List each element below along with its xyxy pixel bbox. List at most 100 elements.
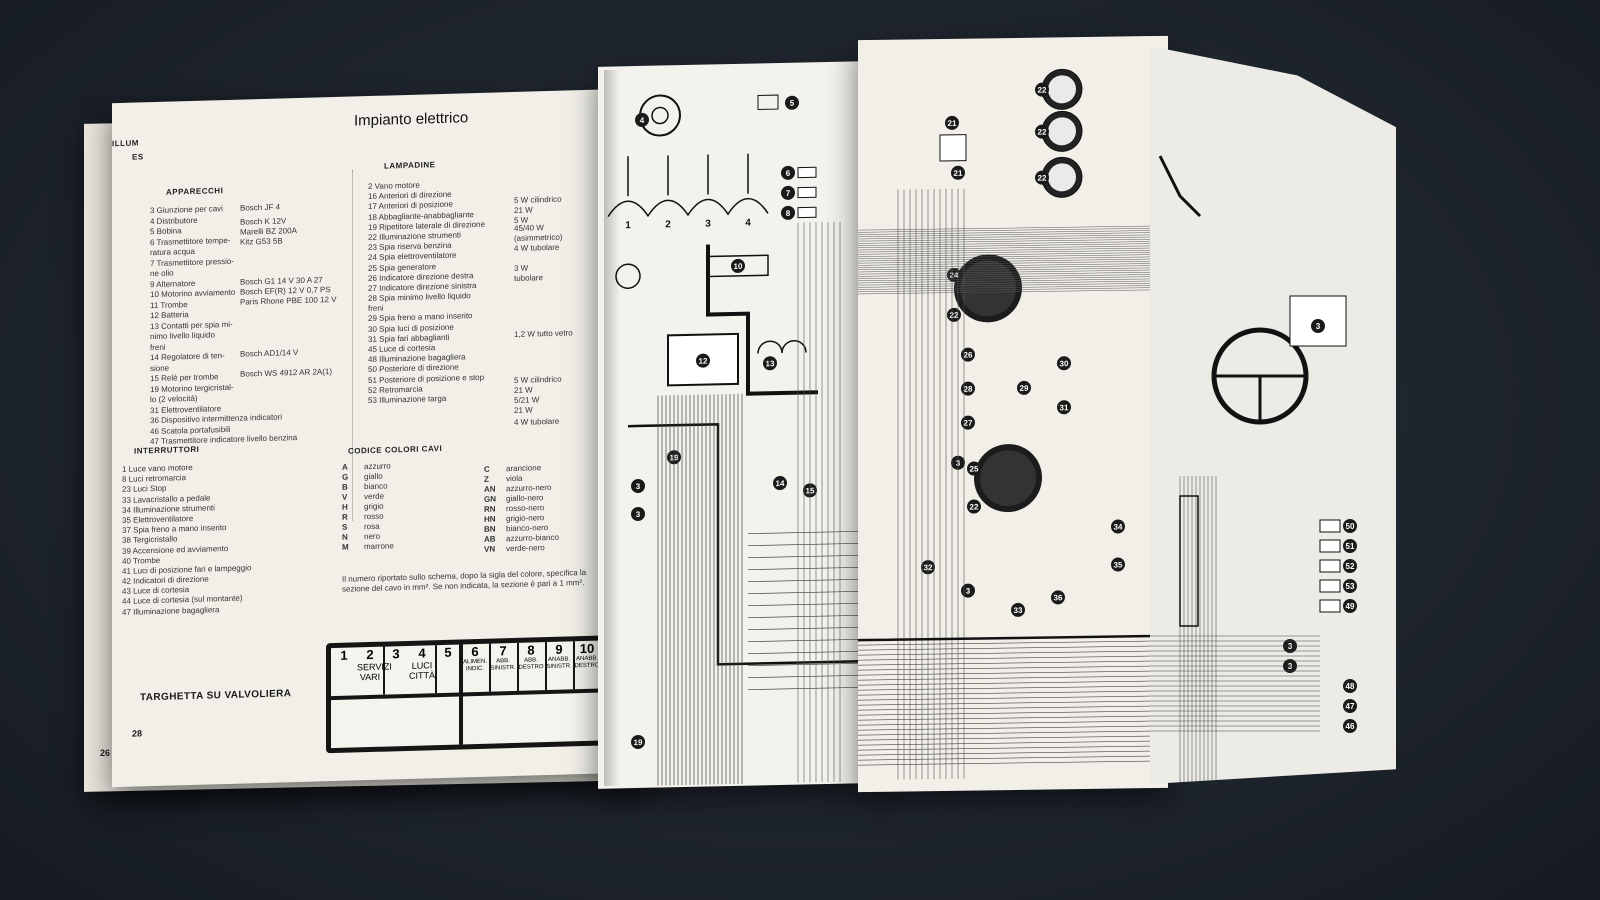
component-number: 3 xyxy=(1288,642,1293,651)
lampadine-watt: 5 W cilindrico xyxy=(514,374,562,385)
wire xyxy=(858,720,1168,726)
component-number-badge xyxy=(1111,557,1125,572)
wire xyxy=(858,240,1168,246)
component-number: 8 xyxy=(786,209,791,218)
component-number-badge xyxy=(961,347,975,362)
component-number: 3 xyxy=(1288,662,1293,671)
wire xyxy=(858,238,1168,244)
component-number-badge xyxy=(945,115,959,130)
interruttori-heading: INTERRUTTORI xyxy=(134,444,200,456)
wire xyxy=(858,740,1168,746)
component-number-badge xyxy=(696,353,710,368)
wire xyxy=(858,755,1168,761)
page-number-26: 26 xyxy=(100,748,111,758)
component-number-badge xyxy=(781,185,795,200)
wire xyxy=(858,284,1168,290)
wire xyxy=(858,282,1168,288)
wire xyxy=(748,638,868,643)
wire xyxy=(748,530,868,535)
wiper-arm xyxy=(1158,155,1202,218)
component-number: 50 xyxy=(1346,522,1355,531)
component-number: 48 xyxy=(1346,682,1355,691)
lamp-symbol xyxy=(1319,519,1341,533)
wire xyxy=(858,710,1168,716)
component-number: 49 xyxy=(1346,602,1355,611)
lampadine-heading: LAMPADINE xyxy=(384,160,436,171)
spark-plug-group xyxy=(607,197,769,218)
component-number-badge xyxy=(1057,400,1071,415)
component-number: 47 xyxy=(1346,702,1355,711)
wire xyxy=(858,725,1168,731)
component-number: 22 xyxy=(970,502,979,511)
wire xyxy=(748,614,868,619)
component-number-badge xyxy=(1035,82,1049,97)
wire xyxy=(858,278,1168,284)
gauge-face xyxy=(1048,117,1076,146)
apparecchi-spec: Bosch WS 4912 AR 2A(1) xyxy=(240,367,333,379)
component-number: 36 xyxy=(1054,593,1063,602)
component-number-badge xyxy=(961,583,975,598)
component-number: 4 xyxy=(640,116,645,125)
component-number: 10 xyxy=(734,262,743,271)
wire xyxy=(858,650,1168,656)
book-gutter-shadow xyxy=(604,70,620,786)
wire xyxy=(748,650,868,655)
component-number: 28 xyxy=(964,385,973,394)
component-number-badge xyxy=(1343,699,1357,713)
component-number: 30 xyxy=(1060,359,1069,368)
component-number-badge xyxy=(773,476,787,491)
wire xyxy=(858,267,1168,273)
component-number-badge xyxy=(1343,599,1357,613)
component-number: 21 xyxy=(948,119,957,128)
wire xyxy=(858,260,1168,266)
speedometer-face xyxy=(980,450,1036,507)
wire xyxy=(858,745,1168,751)
wire xyxy=(858,289,1168,295)
wire xyxy=(748,590,868,595)
alternator-symbol xyxy=(615,263,641,289)
wire xyxy=(858,287,1168,293)
wire xyxy=(858,700,1168,706)
wire xyxy=(748,686,868,691)
component-number-badge xyxy=(1343,679,1357,693)
main-harness xyxy=(706,244,818,396)
component-number: 21 xyxy=(954,169,963,178)
sensor-symbol xyxy=(797,206,817,219)
plate-cell: 3 xyxy=(392,646,400,662)
cylinder-number: 1 xyxy=(625,220,631,231)
wire xyxy=(858,655,1168,661)
wire xyxy=(858,680,1168,686)
page-number-28: 28 xyxy=(132,728,143,739)
component-number-badge xyxy=(1051,590,1065,605)
lampadine-watt: 3 W tubolare xyxy=(514,263,543,283)
component-number: 3 xyxy=(1316,322,1321,331)
wire xyxy=(858,271,1168,277)
wire xyxy=(858,258,1168,264)
component-number: 3 xyxy=(636,482,641,491)
cylinder-number: 2 xyxy=(665,219,671,230)
component-number: 24 xyxy=(950,271,959,280)
wire xyxy=(858,715,1168,721)
apparecchi-spec: Bosch JF 4 xyxy=(240,202,281,213)
lampadine-watt: 1,2 W tutto vetro xyxy=(514,328,573,339)
wire xyxy=(858,660,1168,666)
edge-heading-2: ES xyxy=(132,152,144,162)
wire xyxy=(858,670,1168,676)
lampadine-watt: 4 W tubolare xyxy=(514,242,560,253)
edge-heading-1: ILLUM xyxy=(112,138,139,149)
wire xyxy=(858,243,1168,249)
wire xyxy=(858,234,1168,240)
wire xyxy=(858,665,1168,671)
wire xyxy=(858,251,1168,257)
component-number-badge xyxy=(1343,539,1357,553)
